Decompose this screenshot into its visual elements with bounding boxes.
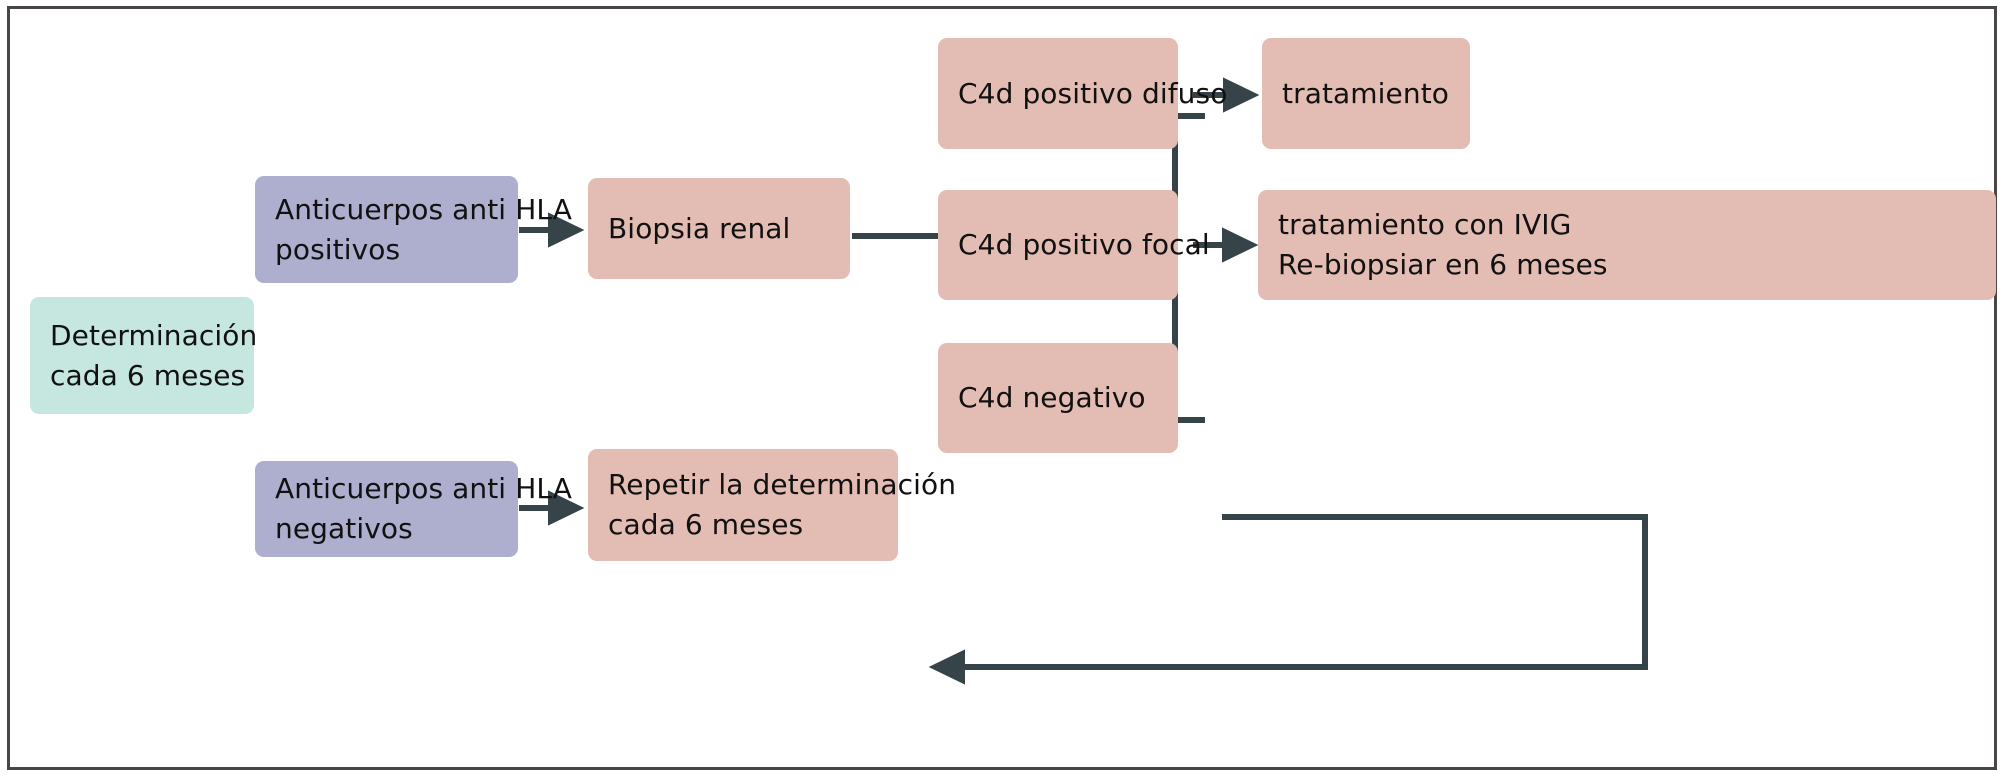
- node-c4d-positivo-difuso-line-1: C4d positivo difuso: [958, 76, 1228, 110]
- node-tratamiento-ivig-line-1: tratamiento con IVIG: [1278, 208, 1572, 242]
- node-determinacion[interactable]: Determinación cada 6 meses: [30, 297, 258, 414]
- node-hla-negativos[interactable]: Anticuerpos anti HLA negativos: [255, 461, 572, 557]
- node-hla-negativos-line-1: Anticuerpos anti HLA: [275, 472, 572, 506]
- node-tratamiento-ivig[interactable]: tratamiento con IVIG Re-biopsiar en 6 me…: [1258, 190, 1996, 300]
- node-c4d-negativo-line-1: C4d negativo: [958, 381, 1146, 415]
- node-determinacion-line-1: Determinación: [50, 318, 258, 352]
- node-biopsia-renal-line-1: Biopsia renal: [608, 211, 791, 245]
- node-hla-positivos-line-1: Anticuerpos anti HLA: [275, 192, 572, 226]
- node-tratamiento[interactable]: tratamiento: [1262, 38, 1470, 149]
- node-hla-negativos-line-2: negativos: [275, 512, 413, 545]
- node-hla-positivos-line-2: positivos: [275, 232, 401, 266]
- node-tratamiento-line-1: tratamiento: [1282, 76, 1450, 110]
- node-repetir-determinacion-line-2: cada 6 meses: [608, 508, 804, 541]
- node-c4d-positivo-focal-line-1: C4d positivo focal: [958, 228, 1210, 262]
- node-hla-positivos[interactable]: Anticuerpos anti HLA positivos: [255, 176, 572, 283]
- node-determinacion-line-2: cada 6 meses: [50, 358, 246, 392]
- node-c4d-negativo[interactable]: C4d negativo: [938, 343, 1178, 453]
- node-c4d-positivo-focal[interactable]: C4d positivo focal: [938, 190, 1210, 300]
- node-tratamiento-ivig-line-2: Re-biopsiar en 6 meses: [1278, 248, 1608, 281]
- node-biopsia-renal[interactable]: Biopsia renal: [588, 178, 850, 279]
- node-repetir-determinacion-line-1: Repetir la determinación: [608, 468, 957, 502]
- node-c4d-positivo-difuso[interactable]: C4d positivo difuso: [938, 38, 1227, 149]
- node-repetir-determinacion[interactable]: Repetir la determinación cada 6 meses: [588, 449, 956, 561]
